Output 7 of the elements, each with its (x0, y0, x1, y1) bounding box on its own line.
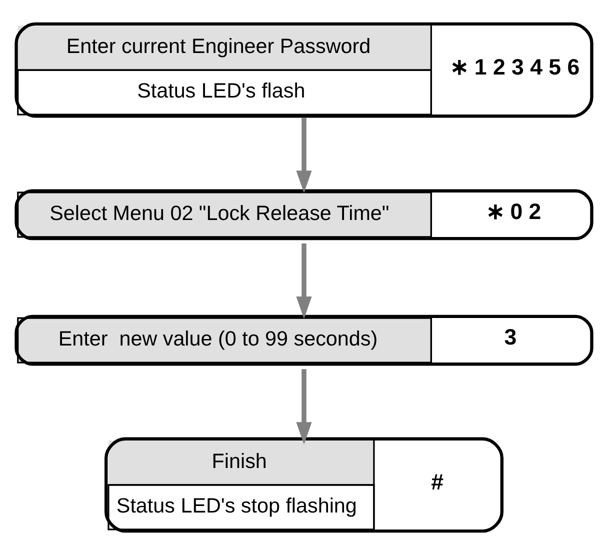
arrow (296, 369, 312, 444)
node-box: Enter new value (0 to 99 seconds) 3 (14, 314, 594, 366)
arrow (296, 118, 312, 193)
node-box: Select Menu 02 "Lock Release Time" ∗ 0 2 (14, 189, 594, 240)
arrow (296, 243, 312, 319)
node-box: Enter current Engineer Password ∗ 1 2 3 4 5 6 Status LED's flash (14, 22, 594, 118)
node-box: Finish # Status LED's stop flashing (104, 437, 504, 533)
